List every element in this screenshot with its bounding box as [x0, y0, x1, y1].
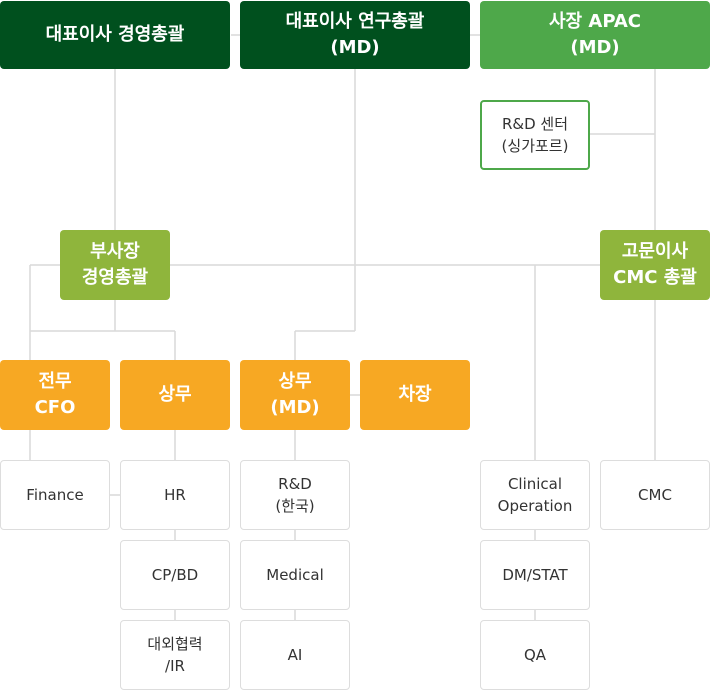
deputy-manager-box: 차장 — [360, 360, 470, 430]
external-ir-box: 대외협력 /IR — [120, 620, 230, 690]
medical-box: Medical — [240, 540, 350, 610]
cp-bd-box: CP/BD — [120, 540, 230, 610]
vp-management-box: 부사장 경영총괄 — [60, 230, 170, 300]
ai-box: AI — [240, 620, 350, 690]
clinical-operation-box: Clinical Operation — [480, 460, 590, 530]
node-label: 차장 — [398, 384, 432, 405]
ceo-management-box: 대표이사 경영총괄 — [0, 1, 230, 69]
ceo-research-box: 대표이사 연구총괄 (MD) — [240, 1, 470, 69]
node-label: Finance — [26, 486, 84, 504]
hr-box: HR — [120, 460, 230, 530]
node-label: R&D 센터 (싱가포르) — [501, 115, 569, 155]
cfo-box: 전무 CFO — [0, 360, 110, 430]
cmc-box: CMC — [600, 460, 710, 530]
node-label: 사장 APAC (MD) — [549, 11, 641, 58]
node-label: QA — [523, 646, 547, 664]
node-label: 대표이사 경영총괄 — [45, 24, 185, 45]
node-label: Medical — [266, 566, 324, 584]
node-label: 상무 (MD) — [270, 371, 320, 418]
node-label: HR — [164, 486, 186, 504]
node-label: 전무 CFO — [34, 371, 76, 418]
node-label: 고문이사 CMC 총괄 — [613, 241, 697, 288]
node-label: CMC — [638, 486, 672, 504]
node-label: AI — [287, 646, 303, 664]
node-label: 대표이사 연구총괄 (MD) — [285, 11, 425, 58]
node-label: 상무 — [158, 384, 192, 405]
qa-box: QA — [480, 620, 590, 690]
node-label: R&D (한국) — [275, 475, 315, 515]
node-label: 부사장 경영총괄 — [81, 241, 149, 288]
managing-director-box: 상무 — [120, 360, 230, 430]
managing-director-md-box: 상무 (MD) — [240, 360, 350, 430]
finance-box: Finance — [0, 460, 110, 530]
president-apac-box: 사장 APAC (MD) — [480, 1, 710, 69]
rd-center-singapore-box: R&D 센터 (싱가포르) — [480, 100, 590, 170]
node-label: DM/STAT — [502, 566, 568, 584]
advisor-cmc-box: 고문이사 CMC 총괄 — [600, 230, 710, 300]
rd-korea-box: R&D (한국) — [240, 460, 350, 530]
node-label: CP/BD — [151, 566, 199, 584]
dm-stat-box: DM/STAT — [480, 540, 590, 610]
node-label: 대외협력 /IR — [147, 635, 203, 675]
node-label: Clinical Operation — [497, 475, 573, 515]
